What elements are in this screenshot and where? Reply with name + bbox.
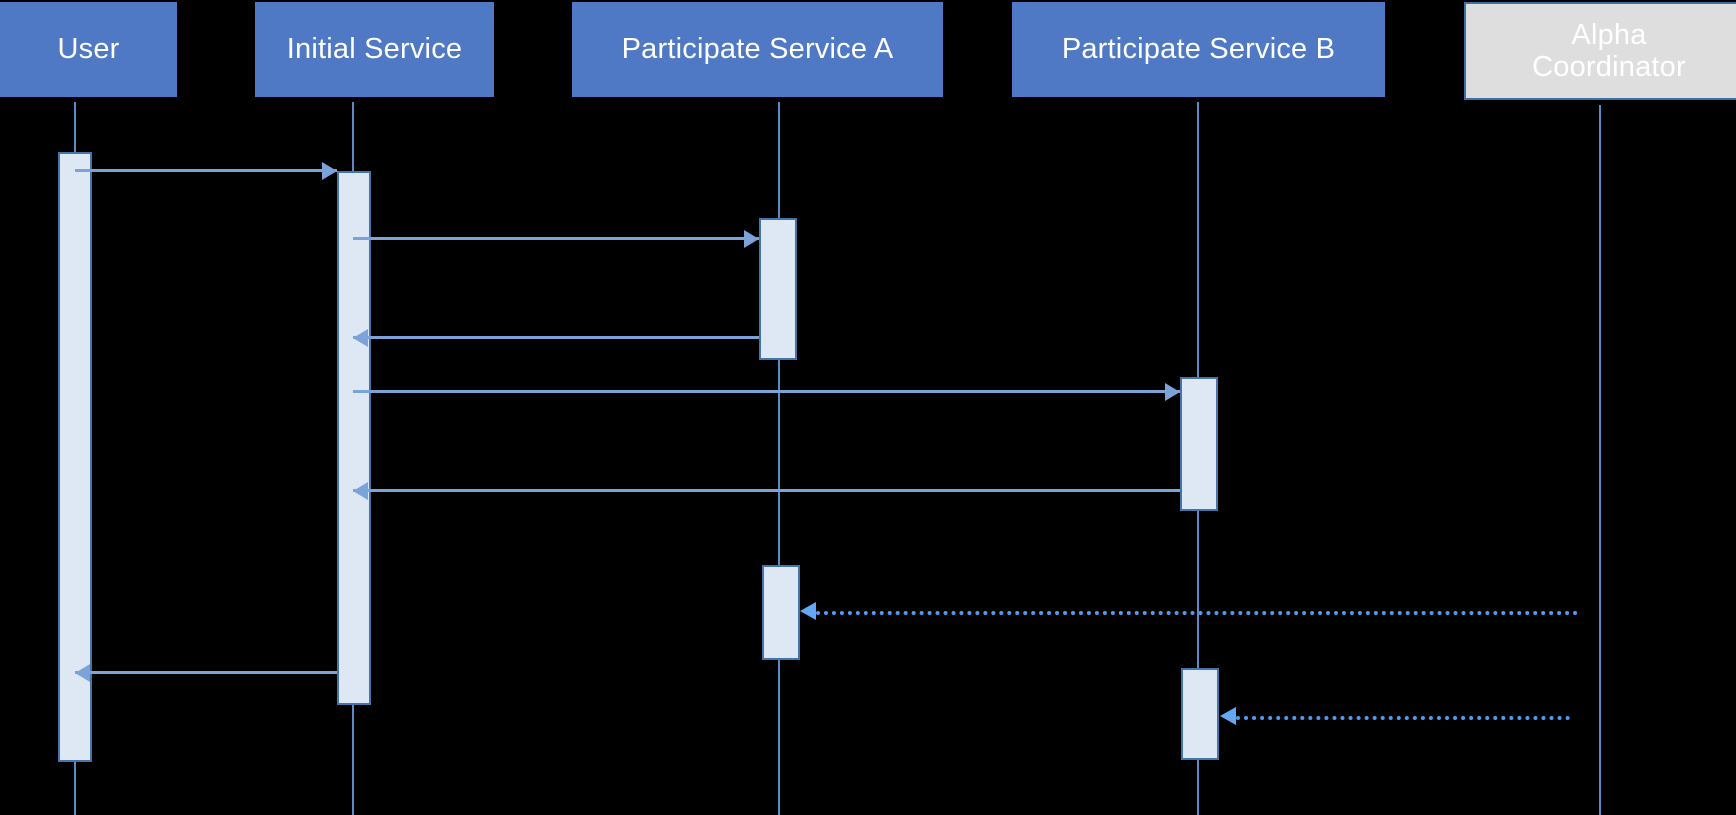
activation-bar-service-a-second bbox=[762, 565, 800, 660]
arrowhead-service-b-to-initial-service bbox=[353, 482, 368, 500]
arrowhead-service-a-to-initial-service bbox=[353, 329, 368, 347]
message-service-b-to-initial-service bbox=[353, 489, 1180, 492]
participant-label-alpha-coordinator: Alpha Coordinator bbox=[1532, 18, 1686, 83]
message-user-to-initial-service bbox=[75, 169, 337, 172]
activation-bar-service-b-first bbox=[1180, 377, 1218, 511]
lifeline-alpha-coordinator bbox=[1599, 105, 1601, 815]
arrowhead-coordinator-to-service-b bbox=[1220, 707, 1236, 725]
participant-header-initial-service[interactable]: Initial Service bbox=[255, 2, 494, 97]
message-initial-service-to-service-b bbox=[353, 390, 1180, 393]
participant-label-initial-service: Initial Service bbox=[286, 33, 463, 66]
message-service-a-to-initial-service bbox=[353, 336, 759, 339]
participant-header-alpha-coordinator[interactable]: Alpha Coordinator bbox=[1464, 2, 1736, 100]
participant-label-participate-service-a: Participate Service A bbox=[621, 33, 894, 66]
activation-bar-initial-service bbox=[337, 171, 371, 705]
arrowhead-initial-service-to-user bbox=[75, 664, 90, 682]
participant-header-user[interactable]: User bbox=[0, 2, 177, 97]
message-coordinator-to-service-a bbox=[816, 611, 1578, 615]
message-coordinator-to-service-b bbox=[1236, 716, 1570, 720]
arrowhead-initial-service-to-service-a bbox=[744, 230, 759, 248]
participant-label-user: User bbox=[57, 33, 120, 66]
message-initial-service-to-service-a bbox=[353, 237, 759, 240]
participant-label-participate-service-b: Participate Service B bbox=[1061, 33, 1336, 66]
activation-bar-user bbox=[58, 152, 92, 762]
activation-bar-service-a-first bbox=[759, 218, 797, 360]
message-initial-service-to-user bbox=[75, 671, 337, 674]
activation-bar-service-b-second bbox=[1181, 668, 1219, 760]
arrowhead-initial-service-to-service-b bbox=[1165, 383, 1180, 401]
participant-header-participate-service-a[interactable]: Participate Service A bbox=[572, 2, 943, 97]
lifeline-participate-service-a bbox=[778, 102, 780, 815]
participant-header-participate-service-b[interactable]: Participate Service B bbox=[1012, 2, 1385, 97]
arrowhead-coordinator-to-service-a bbox=[800, 602, 816, 620]
arrowhead-user-to-initial-service bbox=[322, 162, 337, 180]
